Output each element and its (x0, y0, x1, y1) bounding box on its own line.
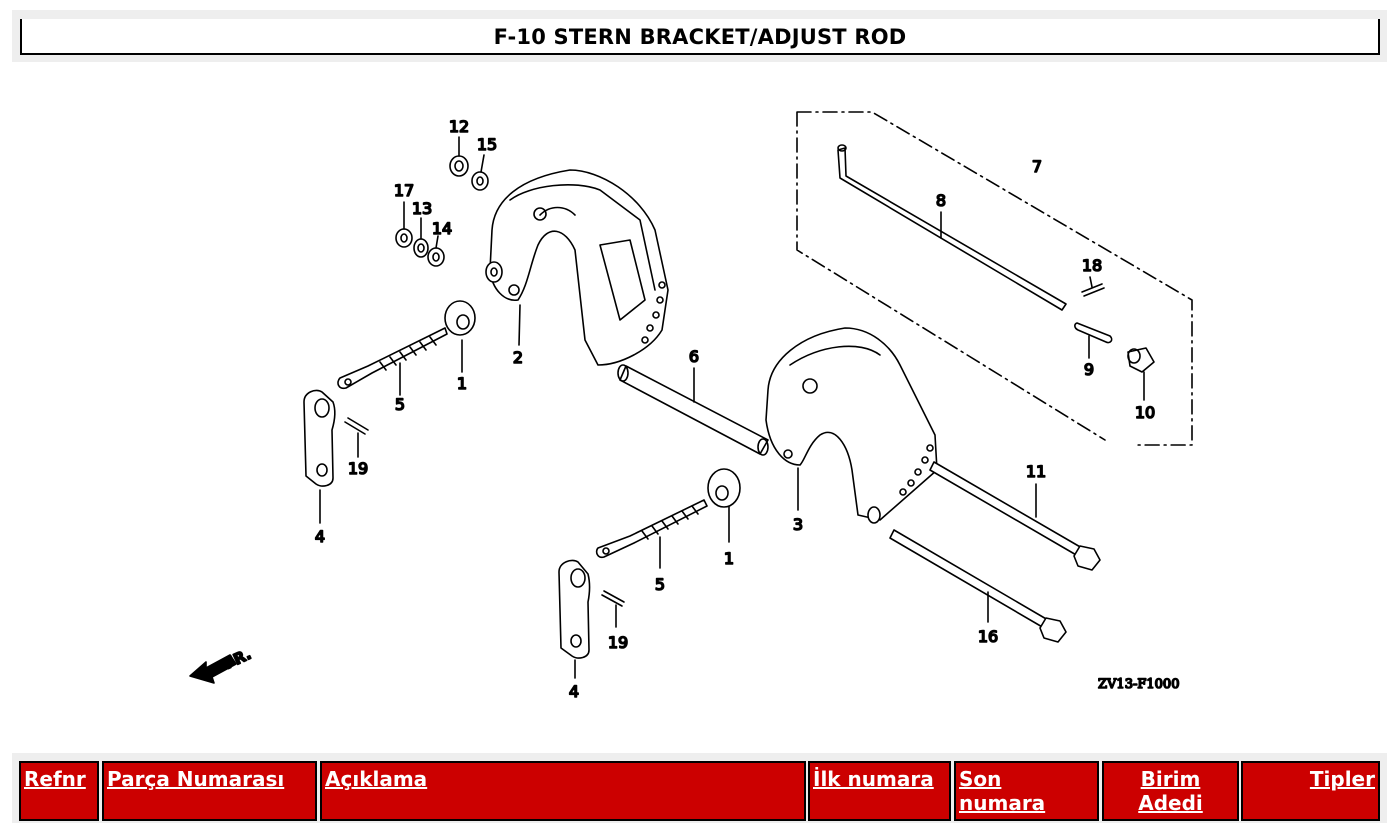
column-header-part-number[interactable]: Parça Numarası (102, 761, 317, 821)
callout-12: 12 (449, 117, 469, 136)
callout-1-lower: 1 (724, 549, 734, 568)
part-2-stern-bracket-left (485, 169, 669, 366)
callout-16: 16 (978, 627, 998, 646)
part-4-link-upper (303, 389, 336, 524)
callout-4-lower: 4 (569, 682, 579, 701)
column-header-first-number[interactable]: İlk numara (808, 761, 951, 821)
callout-18: 18 (1082, 256, 1102, 275)
part-1-washer-upper (444, 300, 476, 373)
callout-11: 11 (1026, 462, 1046, 481)
part-9-lock-lever (1074, 322, 1113, 359)
callout-7: 7 (1032, 157, 1042, 176)
front-arrow-icon (189, 654, 237, 684)
callout-19-lower: 19 (608, 633, 628, 652)
part-5-adjust-bolt-upper (337, 327, 448, 396)
part-4-link-lower (558, 559, 591, 679)
part-12-nut (449, 136, 469, 177)
drawing-code: ZV13-F1000 (1098, 677, 1179, 692)
column-header-description[interactable]: Açıklama (320, 761, 806, 821)
callout-13: 13 (412, 199, 432, 218)
front-marker-label: FR. (221, 645, 254, 673)
part-10-knob (1127, 347, 1155, 401)
part-19-pin-lower (601, 590, 625, 628)
callout-1-upper: 1 (457, 374, 467, 393)
part-1-washer-lower (707, 468, 741, 543)
callout-15: 15 (477, 135, 497, 154)
column-header-types[interactable]: Tipler (1241, 761, 1380, 821)
page-title: F-10 STERN BRACKET/ADJUST ROD (493, 25, 907, 49)
part-3-stern-bracket-right (765, 327, 938, 524)
part-13-washer (413, 217, 429, 258)
title-box: F-10 STERN BRACKET/ADJUST ROD (20, 19, 1380, 55)
part-19-pin-upper (344, 417, 369, 458)
part-18-spring-pin (1081, 276, 1105, 297)
callout-6: 6 (689, 347, 699, 366)
callout-19-upper: 19 (348, 459, 368, 478)
column-header-unit-quantity[interactable]: Birim Adedi (1102, 761, 1239, 821)
part-5-adjust-bolt-lower (595, 499, 708, 569)
callout-3: 3 (793, 515, 803, 534)
callout-10: 10 (1135, 403, 1155, 422)
callout-9: 9 (1084, 360, 1094, 379)
part-8-adjust-rod (837, 144, 1067, 311)
part-14-washer (427, 235, 445, 267)
column-header-refnr[interactable]: Refnr (19, 761, 99, 821)
part-15-washer (471, 154, 489, 191)
part-16-bolt (889, 529, 1067, 643)
callout-5-upper: 5 (395, 395, 405, 414)
parts-exploded-diagram: 12 15 17 13 14 2 1 5 19 4 6 7 8 18 9 10 … (189, 111, 1193, 702)
column-header-last-number[interactable]: Son numara (954, 761, 1099, 821)
part-6-tilt-tube (617, 364, 769, 456)
callout-4-upper: 4 (315, 527, 325, 546)
callout-17: 17 (394, 181, 414, 200)
callout-14: 14 (432, 219, 452, 238)
callout-8: 8 (936, 191, 946, 210)
part-17-nut (395, 201, 413, 248)
callout-2: 2 (513, 348, 523, 367)
callout-5-lower: 5 (655, 575, 665, 594)
kit-box-outline (796, 111, 1193, 446)
part-11-bolt (929, 461, 1101, 571)
